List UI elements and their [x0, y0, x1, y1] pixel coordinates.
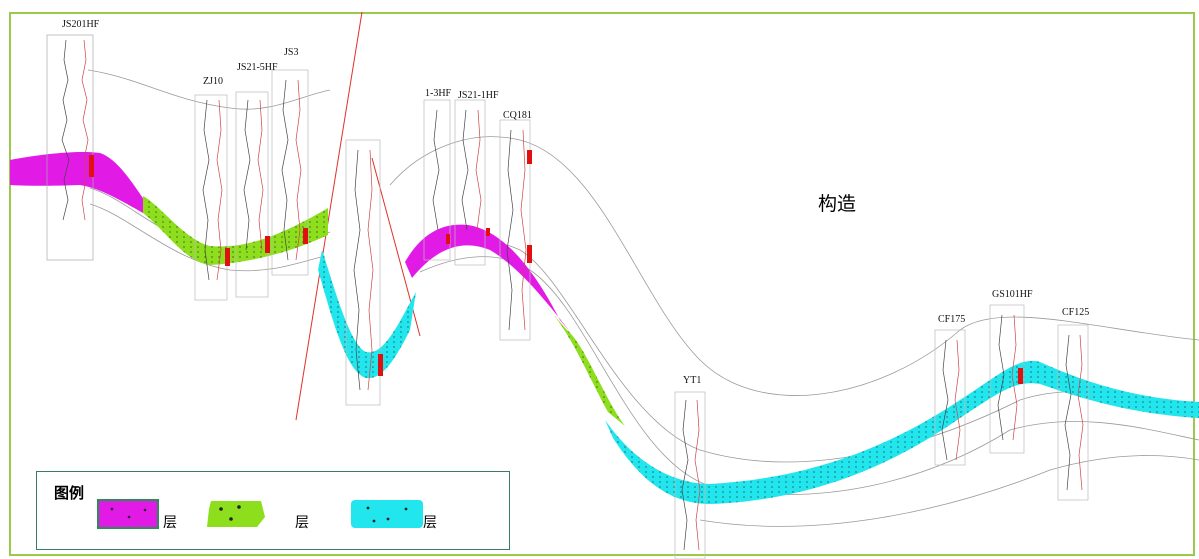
well-track-js201hf: [46, 34, 94, 261]
well-track-1-3hf: [423, 99, 451, 261]
magenta-swatch-icon: [97, 499, 159, 529]
well-name: JS21-5HF: [237, 62, 278, 73]
well-name: GS101HF: [992, 289, 1033, 300]
layer-bands: [10, 151, 1199, 504]
well-markers: [89, 150, 1023, 384]
well-track-js21-1hf: [454, 99, 486, 266]
well-name: CQ181: [503, 110, 532, 121]
well-track-cf175: [934, 329, 966, 466]
well-track-gs101hf: [989, 304, 1025, 454]
green-swatch-icon: [207, 501, 265, 527]
well-track-zj10: [194, 94, 228, 301]
magenta-layer-middle: [405, 224, 572, 334]
well-name: ZJ10: [203, 76, 223, 87]
well-name: JS3: [284, 47, 298, 58]
diagram-title: 构造: [818, 193, 856, 215]
legend-title: 图例: [54, 484, 85, 502]
magenta-layer-left: [10, 151, 150, 213]
well-track-cq181: [499, 119, 531, 341]
well-track-js3: [271, 69, 309, 276]
legend: 图例 层 层 层: [36, 471, 510, 550]
well-name: CF175: [938, 314, 965, 325]
well-track-graben: [345, 139, 381, 406]
well-name: 1-3HF: [425, 88, 452, 99]
well-logs: [46, 34, 1089, 559]
well-track-js21-5hf: [235, 91, 269, 298]
well-track-yt1: [674, 391, 706, 559]
legend-label-magenta: 层: [163, 516, 177, 531]
well-name: JS201HF: [62, 19, 100, 30]
well-name: YT1: [683, 375, 701, 386]
figure-frame: [9, 12, 1195, 556]
cyan-swatch-icon: [351, 500, 423, 528]
well-name: CF125: [1062, 307, 1089, 318]
well-names: JS201HF ZJ10 JS21-5HF JS3 1-3HF JS21-1HF…: [62, 19, 1089, 386]
legend-label-green: 层: [295, 516, 309, 531]
legend-label-cyan: 层: [423, 516, 437, 531]
well-track-cf125: [1057, 324, 1089, 501]
well-name: JS21-1HF: [458, 90, 499, 101]
